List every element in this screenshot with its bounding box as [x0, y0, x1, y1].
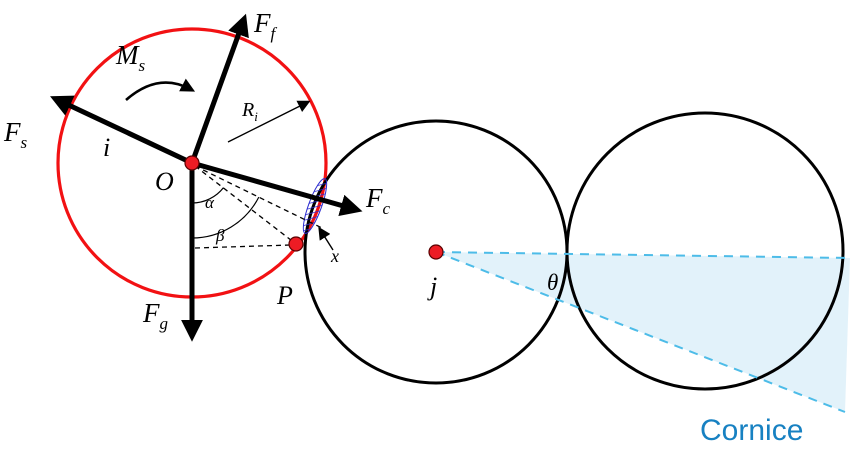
- label-force-spring: Fs: [3, 117, 28, 152]
- right-particle-circle: [565, 111, 845, 391]
- dashed-line-O-to-P: [194, 165, 297, 245]
- force-contact-arrow: [191, 160, 363, 216]
- contact-overlap-hatch: [302, 178, 328, 234]
- label-theta: θ: [547, 270, 558, 295]
- radius-arrow: [227, 100, 311, 143]
- cornice-wedge-fill: [436, 252, 850, 412]
- cornice-dashed-line-upper: [435, 251, 851, 259]
- alpha-angle-arc: [191, 187, 224, 204]
- point-P-dot: [288, 236, 304, 252]
- force-friction-arrow: [189, 13, 249, 164]
- moment-curved-arrow: [125, 78, 196, 101]
- label-beta: β: [215, 226, 225, 245]
- label-force-friction: Ff: [253, 8, 278, 43]
- label-radius: Ri: [241, 99, 258, 124]
- overlap-x-arrow: [318, 226, 334, 251]
- label-alpha: α: [205, 193, 215, 212]
- label-force-contact: Fc: [365, 183, 391, 218]
- dashed-line-O-to-contact: [194, 165, 323, 229]
- label-cornice: Cornice: [700, 414, 803, 447]
- label-overlap-x: x: [330, 246, 339, 266]
- beta-angle-arc: [191, 196, 260, 239]
- label-particle-i: i: [103, 133, 110, 162]
- label-particle-j: j: [427, 272, 437, 301]
- dashed-line-horizontal-to-P: [194, 244, 292, 249]
- label-force-gravity: Fg: [142, 298, 168, 333]
- label-point-P: P: [276, 281, 293, 310]
- label-moment: Ms: [115, 40, 146, 75]
- label-center-O: O: [155, 167, 174, 196]
- force-spring-arrow: [50, 95, 194, 166]
- center-j-dot: [428, 244, 444, 260]
- center-O-dot: [184, 155, 200, 171]
